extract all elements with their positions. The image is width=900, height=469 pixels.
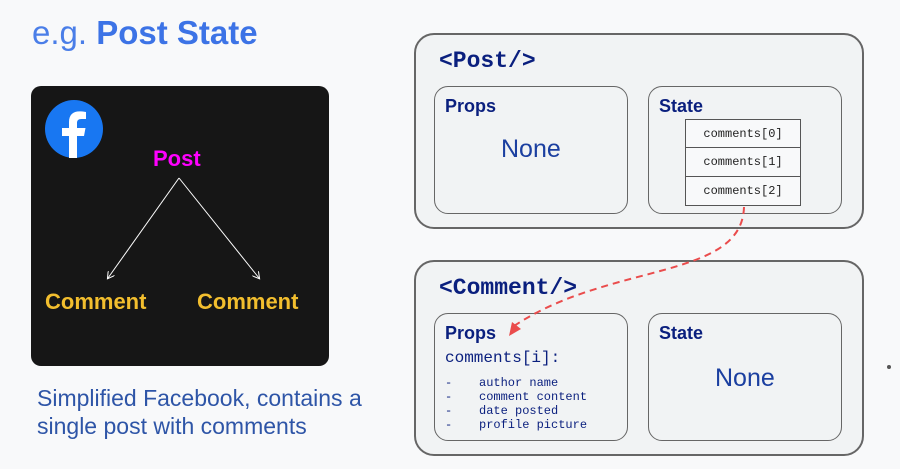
comment-component: <Comment/> Props comments[i]: -author na…: [414, 260, 864, 456]
list-item: -date posted: [445, 404, 559, 418]
comment-props-box: Props comments[i]: -author name -comment…: [434, 313, 628, 441]
array-cell: comments[2]: [685, 177, 801, 206]
slide-title: e.g. Post State: [32, 14, 258, 52]
comment-state-value: None: [715, 364, 775, 392]
list-item: -profile picture: [445, 418, 588, 432]
edge-post-comment-right: [178, 177, 259, 278]
post-state-box: State comments[0] comments[1] comments[2…: [648, 86, 842, 214]
comment-props-list: -author name -comment content -date post…: [445, 376, 587, 432]
title-prefix: e.g.: [32, 14, 97, 51]
post-component-title: <Post/>: [439, 48, 536, 74]
node-comment-right: Comment: [197, 289, 299, 314]
facebook-diagram: Post Comment Comment: [31, 86, 329, 366]
post-props-value: None: [501, 135, 561, 163]
post-state-label: State: [659, 96, 704, 116]
list-item: -comment content: [445, 390, 588, 404]
diagram-caption: Simplified Facebook, contains a single p…: [37, 385, 362, 439]
post-props-box: Props None: [434, 86, 628, 214]
list-item: -author name: [445, 376, 559, 390]
array-cell: comments[0]: [685, 119, 801, 148]
stray-dot: [887, 365, 891, 369]
comment-state-box: State None: [648, 313, 842, 441]
post-component: <Post/> Props None State comments[0] com…: [414, 33, 864, 229]
edge-post-comment-left: [108, 177, 180, 278]
post-props-label: Props: [445, 96, 497, 116]
comment-props-label: Props: [445, 323, 497, 343]
comment-props-field: comments[i]:: [445, 349, 561, 367]
facebook-logo-icon: [45, 100, 103, 158]
array-cell: comments[1]: [685, 148, 801, 177]
tree-edges: [31, 177, 329, 366]
node-post: Post: [153, 146, 201, 171]
comment-component-title: <Comment/>: [439, 275, 578, 301]
comment-state-label: State: [659, 323, 704, 343]
comments-array: comments[0] comments[1] comments[2]: [685, 119, 801, 206]
node-comment-left: Comment: [45, 289, 147, 314]
title-bold: Post State: [96, 14, 258, 51]
